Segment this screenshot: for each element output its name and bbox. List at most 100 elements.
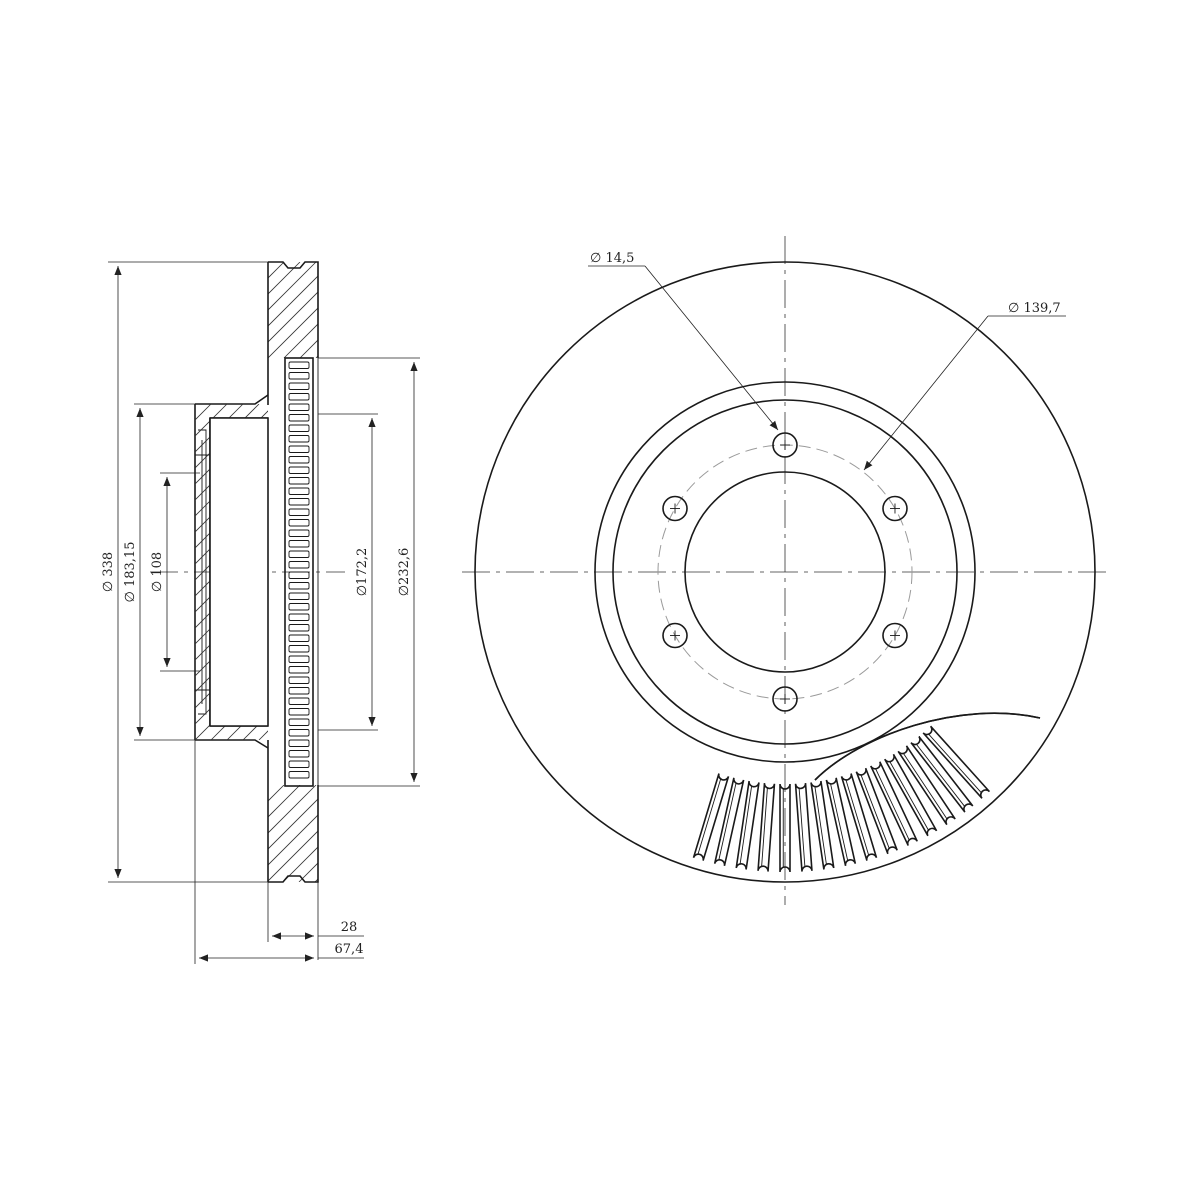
- hatch-line: [331, 785, 428, 882]
- dim-pitch-circle-label: ∅ 139,7: [1008, 301, 1061, 316]
- cooling-vane: [288, 487, 310, 495]
- detail-vane-inner: [814, 785, 827, 866]
- cooling-vane: [288, 760, 310, 768]
- detail-vane: [692, 773, 730, 861]
- hatch-line: [268, 262, 318, 358]
- cooling-vane: [288, 361, 310, 369]
- hatch-line: [268, 785, 318, 882]
- dim-outer-diameter: ∅ 338: [101, 261, 268, 883]
- vane-cutaway-detail: [692, 712, 1041, 873]
- dim-inner-friction: ∅172,2: [318, 413, 378, 731]
- detail-vane-inner: [761, 787, 768, 868]
- dim-outer-diameter-label: ∅ 338: [101, 552, 116, 592]
- dim-total-height-label: 67,4: [335, 942, 364, 957]
- cooling-vane: [288, 655, 310, 663]
- hatch-line: [195, 404, 260, 740]
- hatch-line: [268, 785, 317, 882]
- center-bore: [684, 471, 886, 673]
- hatch-line: [299, 262, 318, 358]
- hatch-line: [332, 262, 428, 358]
- bolt-hole: [662, 495, 688, 522]
- detail-vane-inner: [927, 733, 983, 794]
- dim-thickness-label: 28: [341, 920, 358, 935]
- cooling-vane: [288, 561, 310, 569]
- cooling-vane: [288, 540, 310, 548]
- cooling-vane: [288, 571, 310, 579]
- detail-vane: [840, 773, 878, 861]
- dim-vent-diameter-label: ∅232,6: [397, 548, 412, 597]
- cooling-vane: [288, 708, 310, 716]
- cooling-vane: [288, 414, 310, 422]
- detail-vane-inner: [718, 782, 737, 861]
- detail-vane-inner: [915, 743, 966, 808]
- hatch-line: [298, 785, 318, 882]
- hatch-line: [268, 785, 318, 882]
- bolt-hole: [772, 686, 798, 712]
- hatch-line: [268, 785, 285, 882]
- cooling-vane: [288, 456, 310, 464]
- dim-thickness: 28: [267, 882, 364, 960]
- cooling-vane: [288, 613, 310, 621]
- detail-vane-inner: [697, 778, 722, 855]
- hatch-line: [268, 262, 318, 358]
- dim-center-bore: ∅ 108: [150, 472, 200, 672]
- cooling-vane: [288, 624, 310, 632]
- detail-vane-inner: [845, 779, 870, 857]
- cooling-vane: [288, 729, 310, 737]
- side-section-view: ∅ 338 ∅ 183,15 ∅ 108 ∅172,2 ∅232: [101, 261, 428, 964]
- front-view: ∅ 14,5 ∅ 139,7: [462, 236, 1108, 905]
- detail-vane-inner: [874, 767, 910, 841]
- dim-pitch-circle: ∅ 139,7: [863, 301, 1066, 471]
- cooling-vane: [288, 435, 310, 443]
- cooling-vane: [288, 424, 310, 432]
- cooling-vane: [288, 603, 310, 611]
- dim-inner-friction-label: ∅172,2: [355, 548, 370, 597]
- hatch-line: [268, 785, 301, 882]
- dim-bolt-hole-label: ∅ 14,5: [590, 251, 634, 266]
- cooling-vane: [288, 382, 310, 390]
- detail-vane: [870, 761, 918, 846]
- cooling-vane: [288, 466, 310, 474]
- dim-center-bore-label: ∅ 108: [150, 552, 165, 592]
- cooling-vane: [288, 550, 310, 558]
- bolt-hole: [772, 432, 798, 458]
- detail-vane-inner: [829, 783, 849, 862]
- hat-section: [194, 394, 269, 749]
- hatch-line: [195, 404, 268, 740]
- bolt-holes: [662, 432, 908, 712]
- cooling-vane: [288, 498, 310, 506]
- detail-vane: [825, 777, 857, 867]
- detail-vane: [794, 782, 813, 872]
- detail-vane: [757, 782, 776, 872]
- detail-vane: [922, 725, 991, 799]
- cooling-vane: [288, 645, 310, 653]
- dim-bolt-hole: ∅ 14,5: [588, 251, 779, 431]
- cooling-vane: [288, 750, 310, 758]
- cooling-vane: [288, 676, 310, 684]
- cooling-vane: [288, 393, 310, 401]
- detail-vane-inner: [860, 774, 890, 850]
- hatch-line: [268, 262, 318, 358]
- bolt-hole: [882, 622, 908, 649]
- hatch-line: [268, 262, 317, 358]
- cooling-vane: [288, 508, 310, 516]
- bolt-hole: [882, 495, 908, 522]
- hatch-line: [314, 785, 318, 882]
- hatch-line: [282, 785, 318, 882]
- cooling-vane: [288, 529, 310, 537]
- hatch-line: [283, 262, 318, 358]
- dim-hat-diameter-label: ∅ 183,15: [123, 542, 138, 603]
- cooling-vane: [288, 582, 310, 590]
- cooling-vane: [288, 477, 310, 485]
- hatch-line: [195, 404, 268, 740]
- hatch-line: [268, 262, 269, 358]
- detail-vane: [855, 767, 898, 855]
- detail-vane: [810, 780, 835, 870]
- cooling-vanes-section: [284, 357, 319, 787]
- dim-vent-diameter: ∅232,6: [318, 357, 420, 787]
- dim-total-height: 67,4: [194, 740, 364, 964]
- cooling-vane: [288, 592, 310, 600]
- friction-ring-top: [267, 261, 428, 405]
- bolt-hole: [662, 622, 688, 649]
